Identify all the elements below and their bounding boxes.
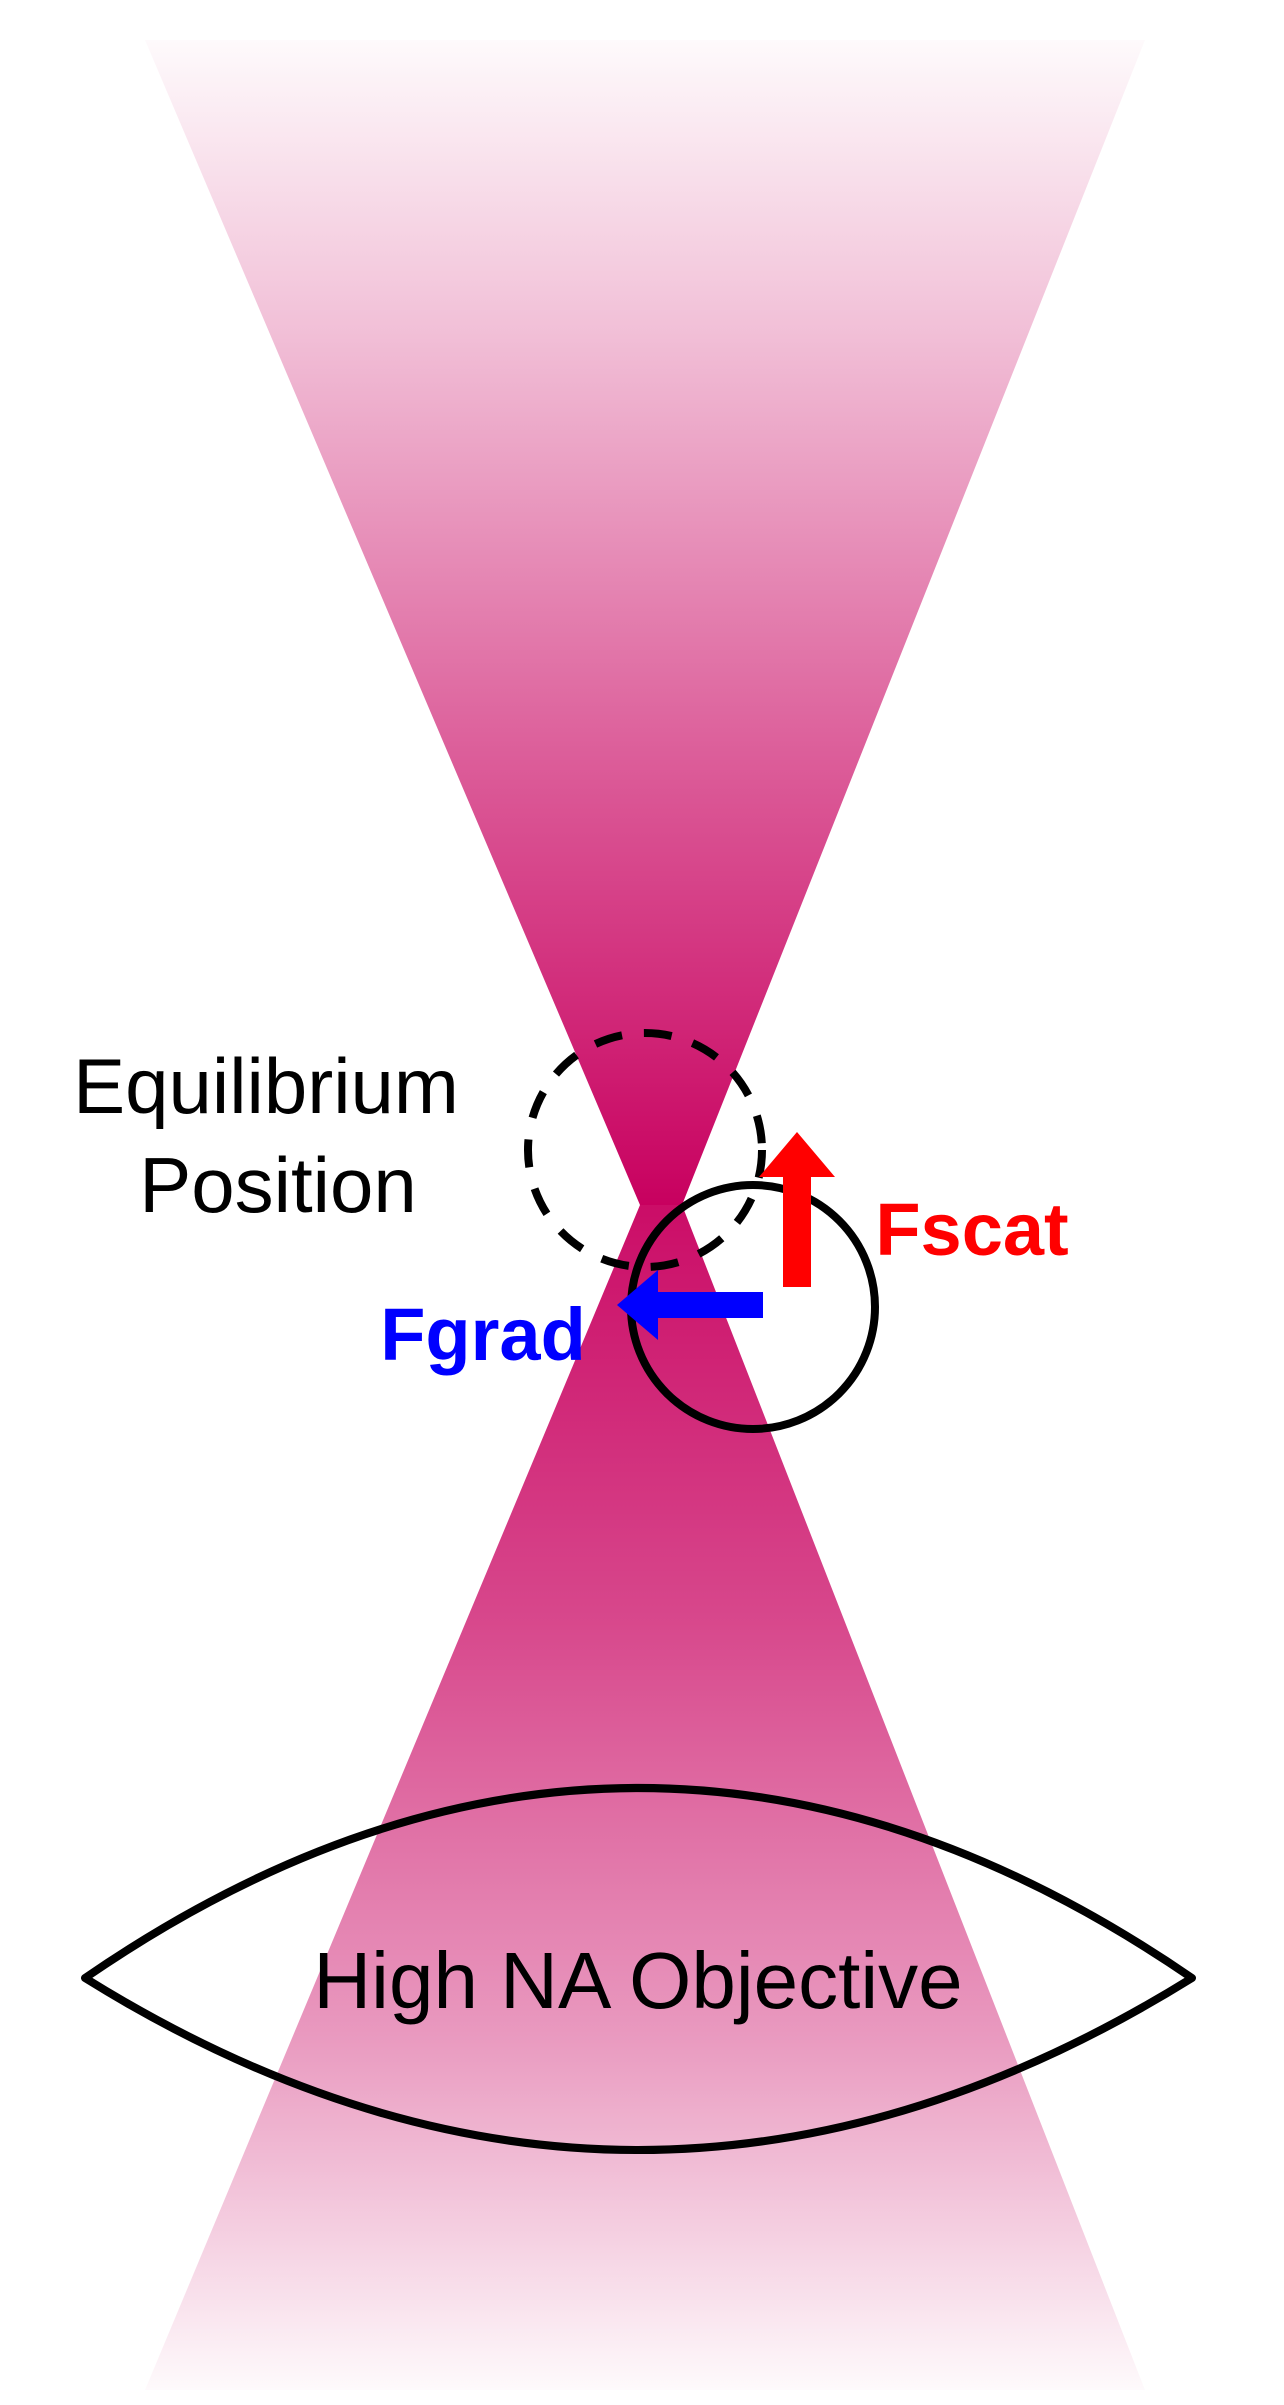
gradient-force-arrow [617, 1270, 763, 1340]
laser-beam-lower [145, 1205, 1145, 2390]
equilibrium-position-marker [524, 1029, 766, 1271]
fscat-label: Fscat [875, 1188, 1068, 1271]
objective-label: High NA Objective [313, 1936, 962, 2025]
scattering-force-arrow [759, 1132, 835, 1287]
fgrad-label: Fgrad [380, 1293, 586, 1376]
objective-lens [81, 1784, 1196, 2154]
laser-beam-upper [145, 40, 1145, 1205]
equilibrium-label-line2: Position [139, 1141, 417, 1229]
equilibrium-label-line1: Equilibrium [73, 1042, 459, 1130]
